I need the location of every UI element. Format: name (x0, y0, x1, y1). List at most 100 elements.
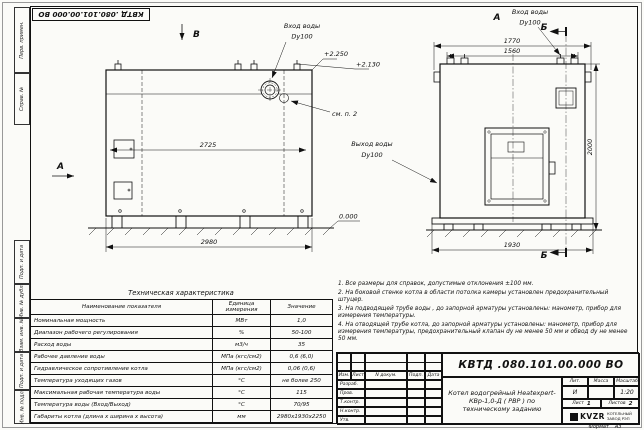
outlet-callout: Выход воды Dy100 (351, 140, 438, 184)
tb-col-ndokum: N докум. (365, 371, 407, 380)
spec-cell: Диапазон рабочего регулирования (30, 326, 213, 339)
boiler-side-view (88, 60, 334, 236)
spec-cell: МПа (кгс/см2) (212, 350, 271, 363)
spec-cell: 2980х1930х2250 (270, 410, 333, 423)
inlet-label-left: Вход воды (284, 22, 320, 30)
inlet-dn-right: Dy100 (519, 19, 540, 27)
spec-cell: Гидравлическое сопротивление котла (30, 362, 213, 375)
margin-box-vzam-inv: Взам. инв. № (14, 318, 30, 352)
margin-box-inv-podl: Инв. № подл. (14, 390, 30, 424)
inlet-label-right: Вход воды (512, 8, 548, 16)
side-view-dimensions (105, 58, 369, 252)
boiler-drawing: 2725 2980 +2.250 +2.130 0.000 В А Вход в… (52, 8, 602, 261)
company-line-1: КОТЕЛЬНЫЙ (606, 411, 632, 417)
tb-company: KVZR КОТЕЛЬНЫЙ ЗАВОД РЭП (562, 408, 640, 425)
spec-cell: 115 (270, 386, 333, 399)
dim-1770: 1770 (504, 37, 521, 45)
spec-cell: МПа (кгс/см2) (212, 362, 271, 375)
spec-cell: 35 (270, 338, 333, 351)
boiler-front-view (426, 54, 602, 238)
spec-cell: м3/ч (212, 338, 271, 351)
format-label: Формат А3 (575, 424, 635, 430)
dim-2980: 2980 (201, 238, 218, 246)
note-4: 4. На отводящей трубе котла, до запорной… (338, 322, 628, 343)
note-2: 2. На боковой стенке котла в области пот… (338, 290, 609, 304)
margin-box-perv-primen: Перв. примен. (14, 7, 30, 73)
spec-cell: мм (212, 410, 271, 423)
spec-cell: Рабочее давление воды (30, 350, 213, 363)
spec-row: Габариты котла (длина х ширина х высота)… (30, 410, 333, 423)
tb-row-tkontr: Т.контр. (337, 398, 365, 407)
inlet-callout-left: Вход воды Dy100 (271, 22, 320, 79)
margin-label: Подп. и дата (19, 353, 25, 389)
dim-1930: 1930 (504, 241, 521, 249)
spec-table: Наименование показателя Единица измерени… (30, 299, 333, 423)
tb-product-name: Котел водогрейный Heatexpert-КВр-1,0-Д (… (442, 377, 562, 425)
spec-table-title: Техническая характеристика (128, 289, 234, 297)
spec-cell: Максимальная рабочая температура воды (30, 386, 213, 399)
spec-cell: Температура уходящих газов (30, 374, 213, 387)
company-line-2: ЗАВОД РЭП (606, 415, 630, 421)
margin-label: Подп. и дата (19, 244, 25, 280)
furnace-door (484, 127, 556, 206)
tb-row-nkontr: Н.контр. (337, 407, 365, 416)
view-b-arrow: В (179, 24, 200, 40)
spec-cell: 70/95 (270, 398, 333, 411)
sheet-frame (30, 6, 638, 424)
margin-box-sprav-no: Справ. № (14, 73, 30, 125)
tb-col-podp: Подп. (407, 371, 425, 380)
spec-cell: °С (212, 398, 271, 411)
see-note-label: см. п. 2 (332, 110, 357, 118)
tb-mass-value (588, 386, 614, 399)
front-view-dimensions (431, 42, 600, 254)
spec-cell: Габариты котла (длина х ширина х высота) (30, 410, 213, 423)
tb-sheet-label: Лист (572, 401, 584, 406)
inlet-dn-left: Dy100 (291, 33, 312, 41)
spec-cell: Номинальная мощность (30, 314, 213, 327)
title-block: Изм. Лист N докум. Подп. Дата Разраб. Пр… (336, 352, 640, 425)
tb-row-utv: Утв. (337, 416, 365, 425)
spec-cell: не более 250 (270, 374, 333, 387)
margin-label: Перв. примен. (19, 21, 26, 59)
spec-cell: Расход воды (30, 338, 213, 351)
margin-label: Взам. инв. № (19, 318, 26, 352)
tb-col-data: Дата (425, 371, 442, 380)
kvzr-logo-text: KVZR (580, 412, 605, 421)
margin-box-inv-dubl: Инв. № дубл. (14, 284, 30, 318)
inlet-flange (258, 78, 282, 102)
margin-box-podp-data-2: Подп. и дата (14, 352, 30, 390)
spec-cell: 0,06 (0,6) (270, 362, 333, 375)
elevation-zero: 0.000 (339, 213, 358, 221)
tb-doc-number: КВТД .080.101.00.000 ВО (442, 353, 640, 377)
margin-label: Инв. № дубл. (19, 283, 25, 319)
spec-cell: МВт (212, 314, 271, 327)
view-b-letter: В (193, 30, 200, 40)
spec-cell: °С (212, 386, 271, 399)
outlet-dn: Dy100 (361, 151, 382, 159)
margin-label: Инв. № подл. (19, 389, 25, 425)
detail-mark-circle (279, 93, 289, 103)
tb-col-list: Лист (351, 371, 365, 380)
tb-row-prov: Пров. (337, 389, 365, 398)
spec-cell: 1,0 (270, 314, 333, 327)
spec-cell: Температура воды (Вход/Выход) (30, 398, 213, 411)
section-b-letter-top: Б (541, 23, 548, 33)
tb-sheet-value: 1 (586, 400, 591, 407)
tb-sheets-value: 2 (628, 400, 633, 407)
view-a-letter-right: А (493, 13, 501, 23)
view-a-arrow-left: А (52, 162, 74, 179)
dim-2000: 2000 (586, 139, 594, 156)
tb-mass-label: Масса (588, 377, 614, 386)
inlet-callout-right: Вход воды Dy100 (512, 8, 561, 56)
section-b-letter-bottom: Б (541, 251, 548, 261)
